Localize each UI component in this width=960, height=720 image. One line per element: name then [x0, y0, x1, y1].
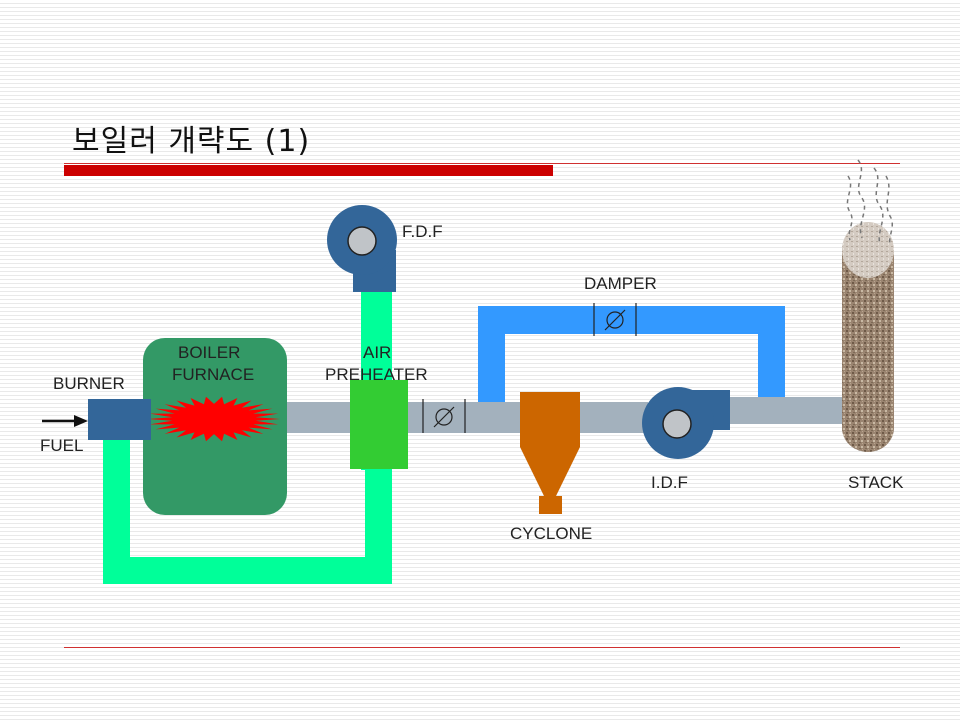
flue-gas-duct-4	[725, 397, 845, 424]
air-preheater	[350, 380, 408, 469]
damper-valve-upper	[593, 303, 637, 336]
damper-valve-lower	[422, 399, 466, 433]
smoke	[846, 159, 893, 245]
flue-gas-duct-3	[580, 402, 648, 433]
title-underline	[64, 163, 900, 164]
stack	[842, 222, 894, 452]
label-burner: BURNER	[53, 374, 125, 393]
label-air-preheater-2: PREHEATER	[325, 365, 428, 384]
flue-gas-duct-2	[408, 402, 520, 433]
label-fuel: FUEL	[40, 436, 83, 455]
label-boiler-furnace-2: FURNACE	[172, 365, 254, 384]
burner	[88, 399, 151, 440]
label-damper: DAMPER	[584, 274, 657, 293]
air-duct	[103, 292, 392, 584]
cyclone	[520, 392, 580, 514]
label-idf: I.D.F	[651, 473, 688, 492]
label-fdf: F.D.F	[402, 222, 443, 241]
label-stack: STACK	[848, 473, 904, 492]
furnace-flame	[148, 396, 280, 442]
fdf-fan	[327, 205, 397, 292]
flue-gas-duct-1	[287, 402, 351, 433]
label-cyclone: CYCLONE	[510, 524, 592, 543]
label-boiler-furnace-1: BOILER	[178, 343, 240, 362]
label-air-preheater-1: AIR	[363, 343, 391, 362]
title-accent-bar	[64, 165, 553, 176]
footer-line	[64, 647, 900, 648]
bypass-duct	[478, 306, 785, 402]
slide-title: 보일러 개략도 (1)	[72, 124, 311, 159]
idf-fan	[642, 387, 730, 459]
fuel-arrow	[42, 415, 88, 427]
